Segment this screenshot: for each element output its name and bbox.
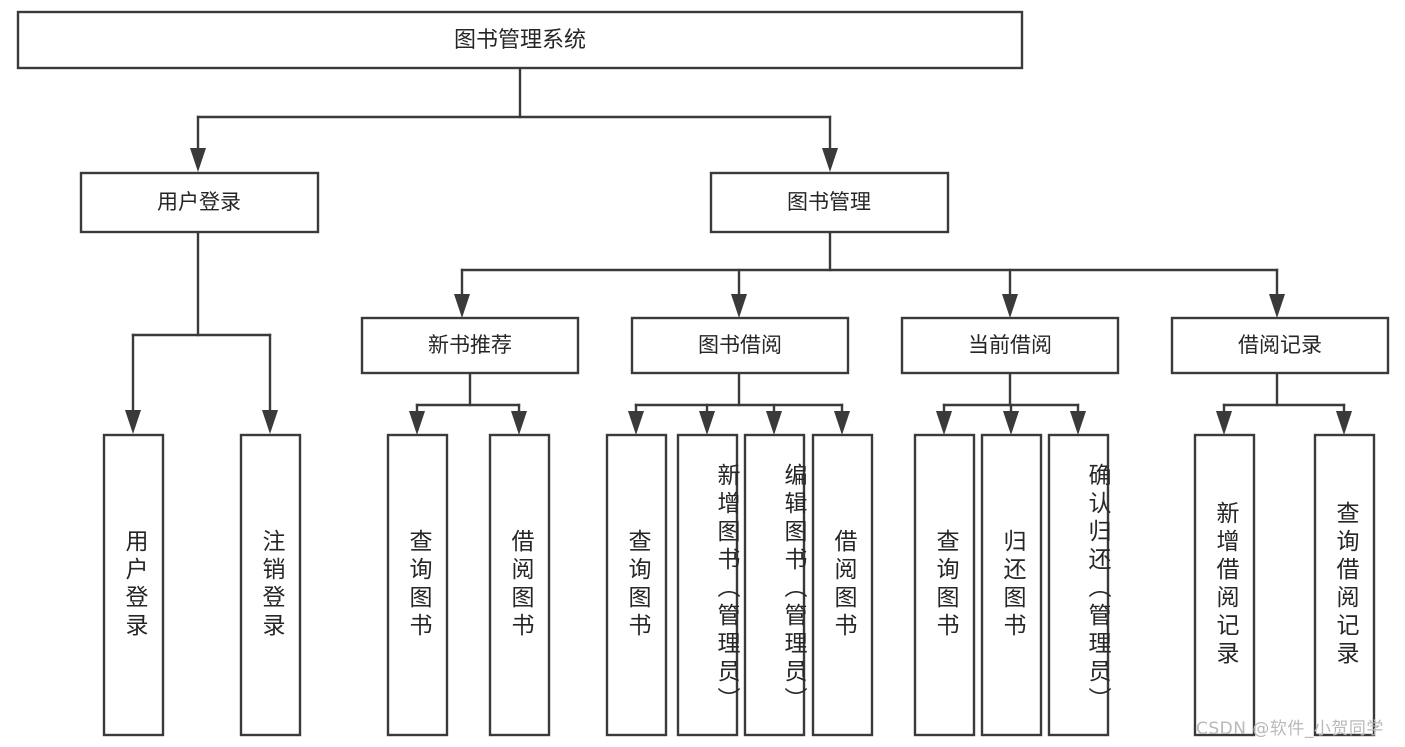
leaf-box-book-borrow-1[interactable]: [605, 433, 668, 737]
node-user-login-box[interactable]: [79, 171, 320, 234]
node-book-manage-box[interactable]: [709, 171, 950, 234]
arrow-book-borrow-leaf-4: [834, 411, 850, 435]
arrow-new-book-leaf-2: [511, 411, 527, 435]
node-borrow-record-box[interactable]: [1170, 316, 1390, 375]
node-book-borrow-box[interactable]: [630, 316, 850, 375]
arrow-borrow-record-leaf-1: [1216, 411, 1232, 435]
csdn-watermark: CSDN @软件_小贺同学: [1196, 719, 1384, 739]
leaf-box-book-borrow-4[interactable]: [811, 433, 874, 737]
node-new-book-recommend-box[interactable]: [360, 316, 580, 375]
node-borrow-record-label: 借阅记录: [1238, 333, 1322, 357]
node-root[interactable]: 图书管理系统: [16, 10, 1024, 70]
arrow-user-login-leaf-2: [262, 410, 278, 434]
arrow-to-book-borrow: [731, 294, 747, 318]
node-current-borrow-label: 当前借阅: [968, 333, 1052, 357]
node-book-borrow-label: 图书借阅: [698, 333, 782, 357]
leaf-box-current-borrow-3[interactable]: [1047, 433, 1110, 737]
node-current-borrow[interactable]: 当前借阅: [900, 316, 1120, 375]
node-book-manage[interactable]: 图书管理: [709, 171, 950, 234]
leaf-box-new-book-1[interactable]: [386, 433, 449, 737]
arrow-book-borrow-leaf-3: [766, 411, 782, 435]
node-root-label: 图书管理系统: [454, 28, 586, 53]
leaf-box-current-borrow-1[interactable]: [913, 433, 976, 737]
arrow-user-login-leaf-1: [125, 410, 141, 434]
leaf-box-current-borrow-2[interactable]: [980, 433, 1043, 737]
leaf-box-user-login-2[interactable]: [239, 433, 302, 737]
node-new-book-recommend-label: 新书推荐: [428, 333, 512, 357]
node-book-manage-label: 图书管理: [787, 190, 871, 214]
node-current-borrow-box[interactable]: [900, 316, 1120, 375]
arrow-borrow-record-leaf-2: [1336, 411, 1352, 435]
arrow-new-book-leaf-1: [409, 411, 425, 435]
arrow-to-current-borrow: [1002, 294, 1018, 318]
arrow-book-borrow-leaf-1: [628, 411, 644, 435]
arrow-root-to-user-login: [190, 148, 206, 172]
connector-layer: [125, 66, 1352, 435]
leaf-box-user-login-1[interactable]: [102, 433, 165, 737]
node-user-login[interactable]: 用户登录: [79, 171, 320, 234]
arrow-current-borrow-leaf-3: [1070, 411, 1086, 435]
leaf-box-book-borrow-3[interactable]: [743, 433, 806, 737]
leaf-box-new-book-2[interactable]: [488, 433, 551, 737]
leaf-box-borrow-record-2[interactable]: [1313, 433, 1376, 737]
node-book-borrow[interactable]: 图书借阅: [630, 316, 850, 375]
arrow-to-borrow-record: [1269, 294, 1285, 318]
leaf-box-borrow-record-1[interactable]: [1193, 433, 1256, 737]
arrow-book-borrow-leaf-2: [699, 411, 715, 435]
node-new-book-recommend[interactable]: 新书推荐: [360, 316, 580, 375]
arrow-root-to-book-manage: [822, 148, 838, 172]
leaf-box-book-borrow-2[interactable]: [676, 433, 739, 737]
arrow-to-new-book-recommend: [454, 294, 470, 318]
arrow-current-borrow-leaf-1: [936, 411, 952, 435]
arrow-current-borrow-leaf-2: [1003, 411, 1019, 435]
node-user-login-label: 用户登录: [157, 190, 241, 214]
node-root-box[interactable]: [16, 10, 1024, 70]
node-borrow-record[interactable]: 借阅记录: [1170, 316, 1390, 375]
